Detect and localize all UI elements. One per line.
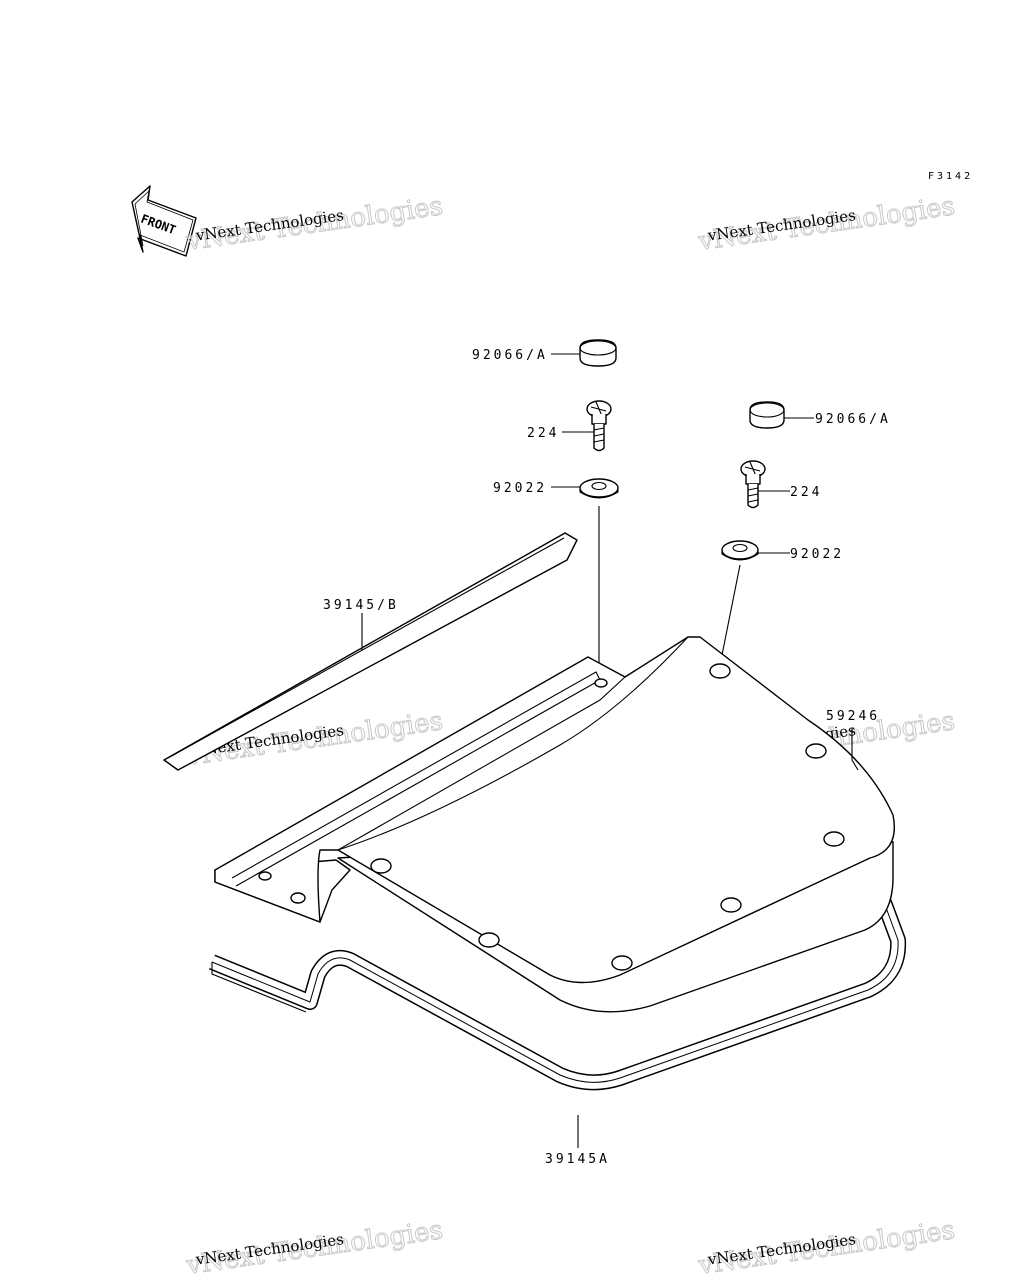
bolt-left-part [586, 400, 612, 452]
mount-hole [720, 897, 742, 913]
washer-left-part [579, 478, 619, 499]
mount-hole [805, 743, 827, 759]
mount-hole [290, 892, 306, 904]
mount-hole [709, 663, 731, 679]
leader-line [851, 728, 859, 771]
figure-code: F3142 [928, 171, 973, 182]
callout-washer-left: 92022 [493, 481, 547, 496]
callout-pad: 59246 [826, 709, 880, 724]
strip-b-part [163, 532, 578, 771]
mount-hole [258, 871, 272, 881]
front-arrow-icon: FRONT [131, 185, 197, 257]
callout-strip-a: 39145A [545, 1152, 610, 1167]
mount-hole [611, 955, 633, 971]
callout-bolt-left: 224 [527, 426, 559, 441]
mount-hole [823, 831, 845, 847]
callout-bolt-right: 224 [790, 485, 822, 500]
assembly-line [719, 564, 741, 666]
cap-left-part [579, 339, 617, 367]
pad-part [214, 636, 895, 1013]
callout-cap-right: 92066/A [815, 412, 891, 427]
mount-hole [594, 678, 608, 688]
mount-hole [478, 932, 500, 948]
bolt-right-part [740, 460, 766, 509]
washer-right-part [721, 540, 759, 561]
callout-cap-left: 92066/A [472, 348, 548, 363]
mount-hole [370, 858, 392, 874]
callout-strip-b: 39145/B [323, 598, 399, 613]
cap-right-part [749, 401, 785, 429]
callout-washer-right: 92022 [790, 547, 844, 562]
